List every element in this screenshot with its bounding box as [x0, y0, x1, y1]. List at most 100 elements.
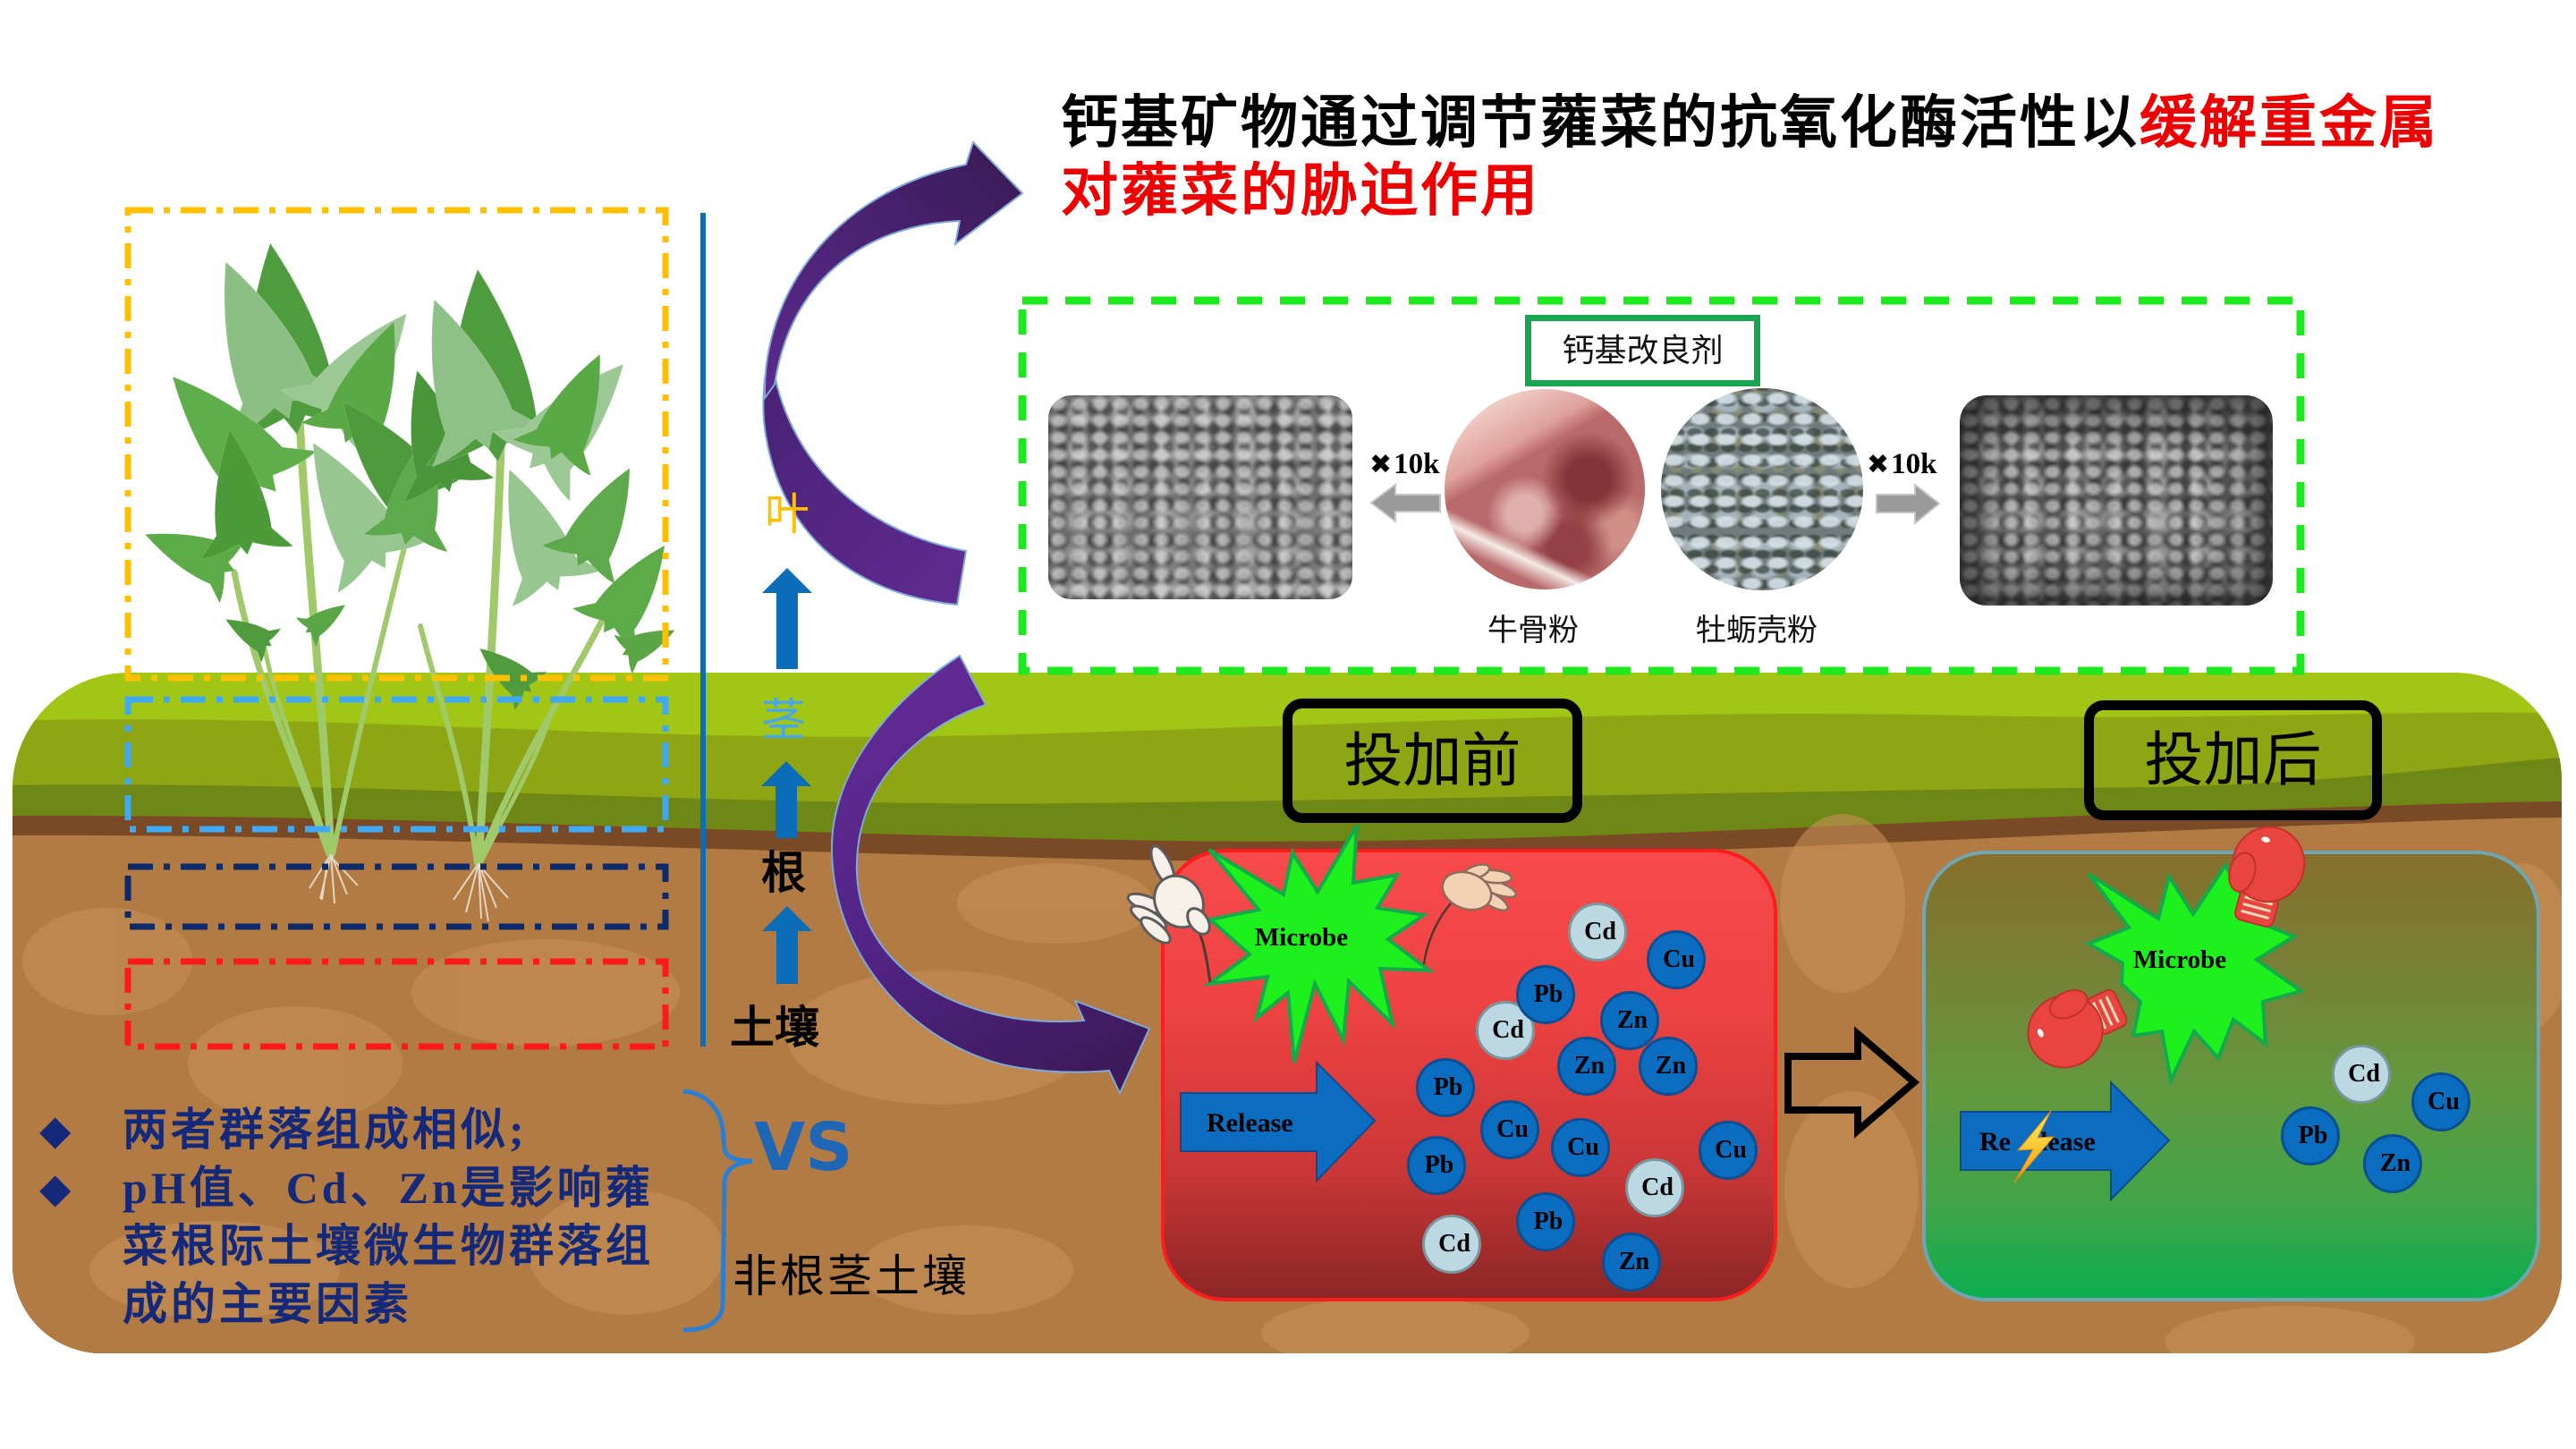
- ion-pb: Pb: [1516, 1192, 1575, 1251]
- ion-label: Cu: [2428, 1088, 2460, 1115]
- soil-label: 土壤: [730, 1003, 819, 1053]
- root-zone-box: [124, 863, 669, 930]
- ion-label: Cd: [1492, 1016, 1524, 1044]
- ion-cu: Cu: [1647, 930, 1706, 989]
- ion-zn: Zn: [1602, 1233, 1661, 1292]
- title-line-2: 对蕹菜的胁迫作用: [1061, 157, 2439, 225]
- ion-label: Pb: [1533, 980, 1563, 1008]
- stem: [330, 534, 410, 857]
- boxing-glove-icon: [2228, 826, 2306, 928]
- after-addition-label: 投加后: [2084, 700, 2382, 820]
- water-spinach-plant: [129, 232, 698, 922]
- multiply-icon: ✖: [1867, 449, 1890, 480]
- ion-label: Cu: [1567, 1133, 1599, 1161]
- release-arrow: [1180, 1060, 1377, 1183]
- stem-label: 茎: [761, 694, 806, 746]
- ion-label: Zn: [1616, 1006, 1648, 1034]
- right-arrow-icon: [1876, 482, 1941, 526]
- ion-label: Cu: [1496, 1115, 1529, 1143]
- microbe-label: Microbe: [2132, 945, 2227, 974]
- comparison-notes: ◆两者群落组成相似; ◆ pH值、Cd、Zn是影响蕹 菜根际土壤微生物群落组 成的…: [36, 1101, 654, 1334]
- magnification-label: ✖10k: [1369, 448, 1440, 481]
- sem-image-bone-meal: [1048, 395, 1352, 599]
- lightning-bolt-icon: [2013, 1110, 2055, 1183]
- ion-cu: Cu: [1699, 1121, 1758, 1180]
- soil-rocks: [22, 814, 2562, 1353]
- ion-label: Pb: [1433, 1073, 1463, 1101]
- before-addition-label: 投加前: [1283, 699, 1582, 823]
- bullet-continuation: 菜根际土壤微生物群落组: [36, 1217, 654, 1275]
- left-arrow-icon: [1369, 483, 1441, 524]
- boxing-glove-icon: [2027, 989, 2128, 1069]
- bullet-text: 成的主要因素: [123, 1279, 412, 1329]
- bullet-text: 菜根际土壤微生物群落组: [123, 1221, 654, 1271]
- ion-cu: Cu: [2411, 1072, 2470, 1131]
- bullet-text: pH值、Cd、Zn是影响蕹: [123, 1163, 654, 1213]
- stem: [231, 569, 333, 858]
- diamond-bullet-icon: ◆: [39, 1106, 72, 1154]
- curved-arrow-up-to-title: [762, 140, 1024, 606]
- ion-label: Cd: [1438, 1230, 1470, 1258]
- up-arrow-icon: [761, 761, 811, 838]
- up-arrow-icon: [762, 568, 812, 669]
- stem: [478, 713, 553, 866]
- material-label-oyster-shell: 牡蛎壳粉: [1696, 614, 1818, 648]
- ion-zn: Zn: [1600, 991, 1659, 1050]
- open-hand-icon: [1422, 863, 1518, 965]
- ion-pb: Pb: [1516, 965, 1575, 1024]
- stem-zone-box: [124, 696, 669, 833]
- ion-zn: Zn: [1639, 1037, 1698, 1096]
- curved-arrow-upper-segment: [763, 140, 1024, 401]
- ion-label: Zn: [1573, 1052, 1606, 1080]
- title-text-red: 对蕹菜的胁迫作用: [1061, 158, 1540, 225]
- microbe-label: Microbe: [1254, 923, 1349, 952]
- leaf-label: 叶: [765, 488, 809, 540]
- ion-label: Cd: [2348, 1060, 2380, 1088]
- ion-pb: Pb: [1416, 1058, 1475, 1117]
- ion-zn: Zn: [1557, 1037, 1616, 1096]
- plant-roots: [309, 853, 509, 922]
- bullet-item: ◆两者群落组成相似;: [36, 1101, 654, 1159]
- material-label-bone-meal: 牛骨粉: [1487, 614, 1579, 648]
- ion-label: Pb: [1424, 1151, 1454, 1179]
- title-text-black: 钙基矿物通过调节蕹菜的抗氧化酶活性以: [1061, 90, 2140, 157]
- ion-label: Pb: [2298, 1122, 2328, 1149]
- curved-arrow-down-to-soil: [830, 654, 1151, 1096]
- ion-label: Cu: [1663, 945, 1695, 973]
- ion-cd: Cd: [2332, 1045, 2391, 1104]
- amendment-label: 钙基改良剂: [1525, 315, 1760, 386]
- hollow-right-arrow-icon: [1784, 1026, 1920, 1139]
- title-text-red: 缓解重金属: [2140, 90, 2439, 157]
- title-line-1: 钙基矿物通过调节蕹菜的抗氧化酶活性以缓解重金属: [1061, 89, 2439, 157]
- ion-label: Zn: [1618, 1248, 1650, 1275]
- magnification-value: 10k: [1394, 448, 1440, 480]
- figure-title: 钙基矿物通过调节蕹菜的抗氧化酶活性以缓解重金属 对蕹菜的胁迫作用: [1061, 89, 2439, 225]
- amendment-dashed-frame: [1018, 296, 2305, 675]
- leaf-zone-box: [124, 207, 669, 682]
- bullet-item: ◆ pH值、Cd、Zn是影响蕹: [36, 1159, 654, 1217]
- vs-label: VS: [754, 1109, 853, 1186]
- non-rhizosphere-soil-label: 非根茎土壤: [733, 1251, 970, 1301]
- ion-cd: Cd: [1625, 1158, 1684, 1217]
- root-label: 根: [761, 848, 806, 898]
- magnification-label: ✖10k: [1867, 448, 1937, 481]
- bullet-continuation: 成的主要因素: [36, 1275, 654, 1334]
- soil-zone-box: [124, 958, 669, 1050]
- release-label: Release: [1207, 1108, 1293, 1138]
- ion-pb: Pb: [1407, 1136, 1466, 1195]
- ion-label: Pb: [1533, 1208, 1563, 1235]
- ion-cd: Cd: [1476, 1001, 1535, 1060]
- ion-label: Cd: [1641, 1174, 1674, 1201]
- ion-zn: Zn: [2363, 1134, 2422, 1193]
- diamond-bullet-icon: ◆: [39, 1164, 72, 1212]
- ion-label: Zn: [2379, 1149, 2411, 1177]
- stem: [475, 614, 607, 867]
- ion-cu: Cu: [1480, 1100, 1539, 1159]
- photo-oyster-shell: [1661, 388, 1863, 590]
- microbe-starburst: [1202, 824, 1436, 1063]
- photo-bone-meal: [1445, 389, 1645, 589]
- ion-cu: Cu: [1551, 1118, 1610, 1177]
- sem-image-oyster-shell: [1960, 395, 2273, 606]
- ion-cd: Cd: [1422, 1215, 1481, 1274]
